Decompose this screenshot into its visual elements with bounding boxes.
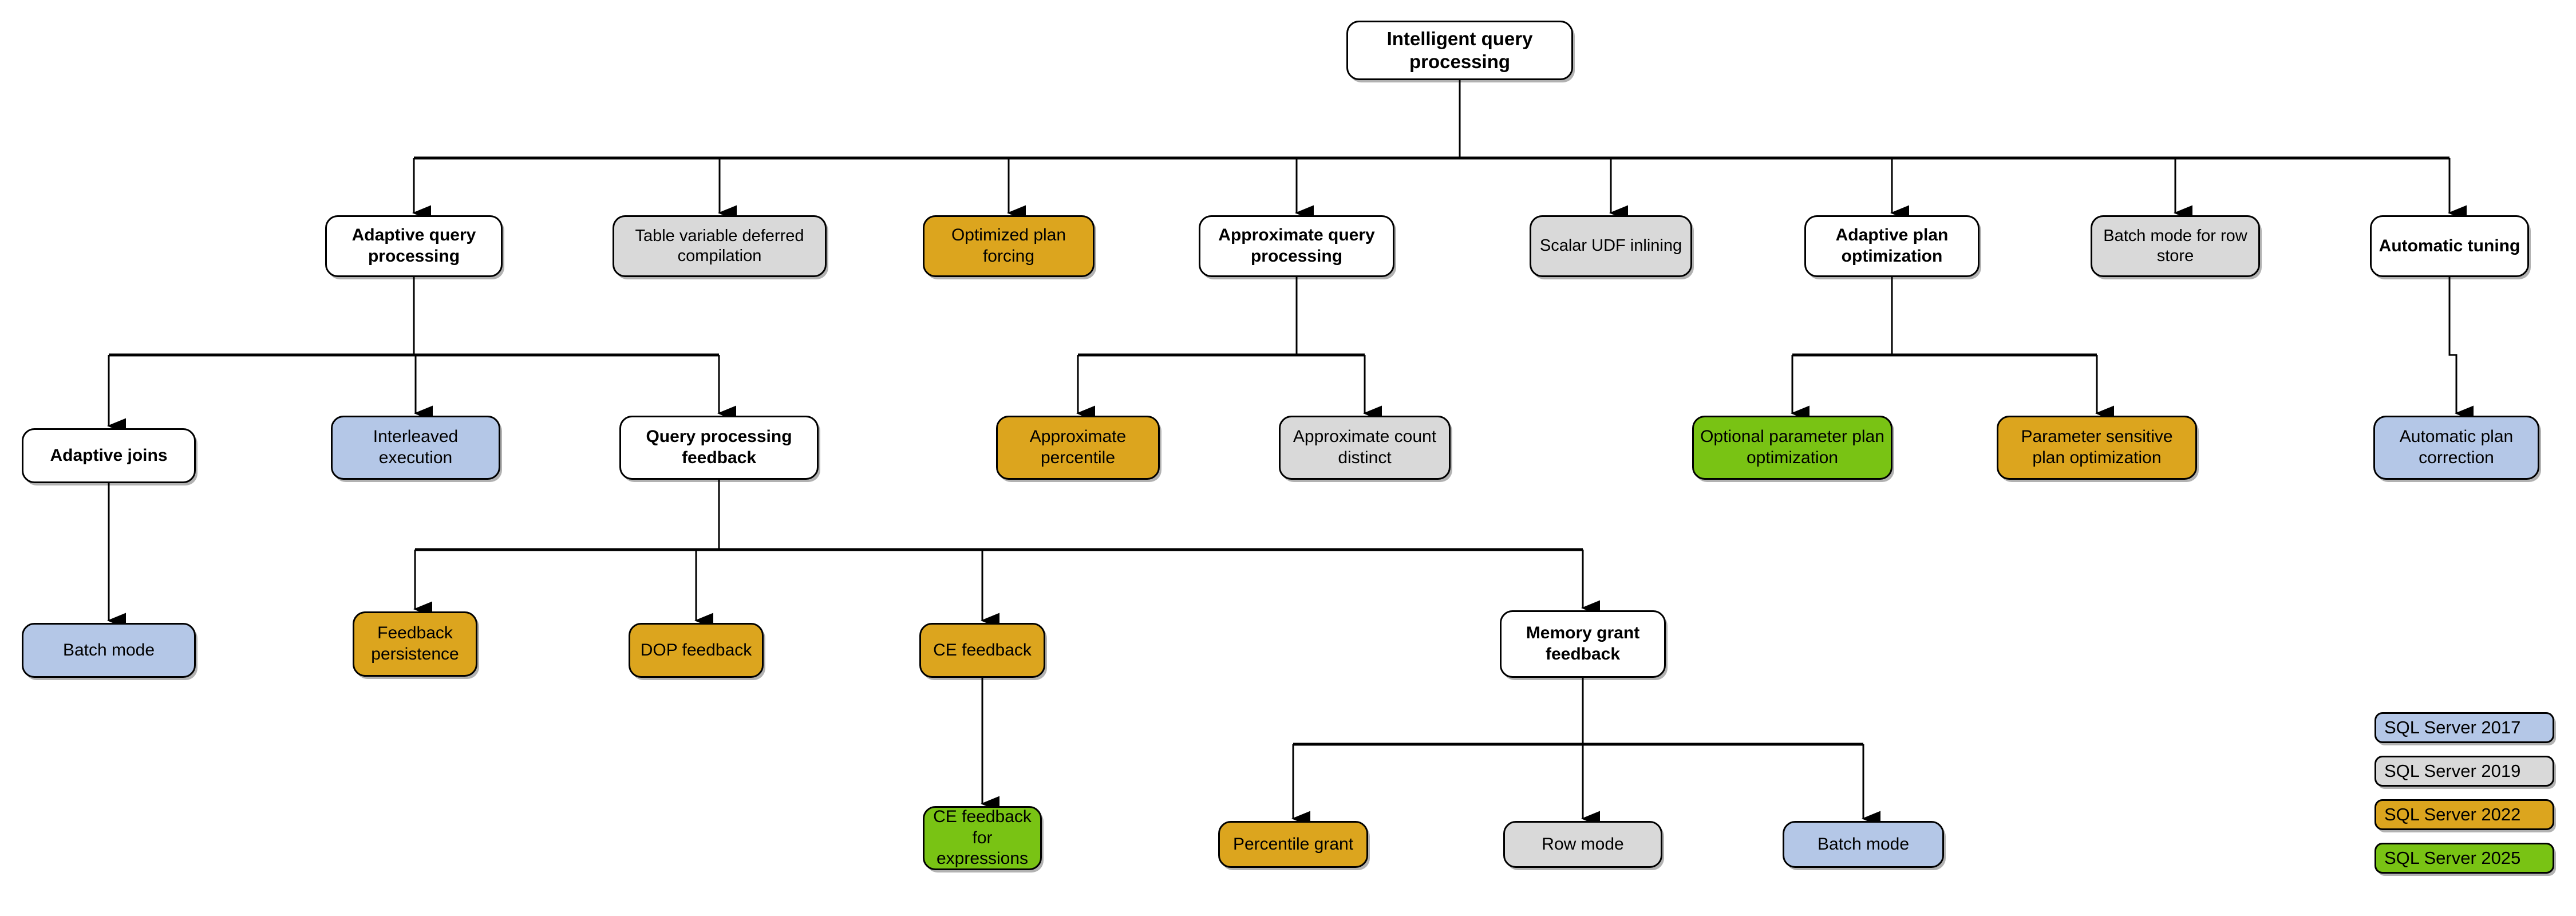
legend-item-sql-server-2017[interactable]: SQL Server 2017 <box>2374 712 2554 743</box>
node-cef[interactable]: CE feedback <box>919 623 1045 678</box>
node-label: Table variable deferred compilation <box>635 226 804 265</box>
node-root[interactable]: Intelligent query processing <box>1346 21 1573 80</box>
node-apct[interactable]: Approximate percentile <box>996 416 1160 480</box>
edge-at-to-apc <box>2448 277 2474 421</box>
node-label: Parameter sensitive plan optimization <box>2021 427 2173 467</box>
node-label: DOP feedback <box>640 640 752 660</box>
node-label: CE feedback for expressions <box>933 807 1032 868</box>
legend-item-label: SQL Server 2017 <box>2384 717 2521 737</box>
node-apo[interactable]: Adaptive plan optimization <box>1804 215 1980 277</box>
node-oppo[interactable]: Optional parameter plan optimization <box>1692 416 1893 480</box>
node-bmrs[interactable]: Batch mode for row store <box>2091 215 2260 277</box>
node-fp[interactable]: Feedback persistence <box>353 611 477 677</box>
node-qpf[interactable]: Query processing feedback <box>619 416 819 480</box>
legend-item-sql-server-2022[interactable]: SQL Server 2022 <box>2374 799 2554 830</box>
node-label: Interleaved execution <box>373 427 459 467</box>
node-opf[interactable]: Optimized plan forcing <box>923 215 1095 277</box>
node-cefe[interactable]: CE feedback for expressions <box>923 806 1042 870</box>
node-label: Approximate query processing <box>1218 226 1375 266</box>
node-label: Batch mode <box>1817 834 1910 854</box>
node-bm2[interactable]: Batch mode <box>1783 821 1944 868</box>
node-rm[interactable]: Row mode <box>1503 821 1662 868</box>
node-sudf[interactable]: Scalar UDF inlining <box>1530 215 1692 277</box>
node-at[interactable]: Automatic tuning <box>2370 215 2529 277</box>
node-label: Automatic plan correction <box>2399 427 2514 467</box>
node-label: Query processing feedback <box>646 427 792 467</box>
node-aj[interactable]: Adaptive joins <box>22 428 196 483</box>
node-label: Approximate count distinct <box>1293 427 1437 467</box>
legend-item-label: SQL Server 2022 <box>2384 804 2521 824</box>
legend-item-sql-server-2019[interactable]: SQL Server 2019 <box>2374 756 2554 787</box>
node-label: Feedback persistence <box>371 623 459 664</box>
node-label: Intelligent query processing <box>1386 27 1533 72</box>
node-label: Scalar UDF inlining <box>1539 236 1682 255</box>
node-label: Batch mode <box>62 640 155 660</box>
node-mgf[interactable]: Memory grant feedback <box>1500 610 1666 678</box>
node-label: Optional parameter plan optimization <box>1700 427 1884 467</box>
node-apc[interactable]: Automatic plan correction <box>2373 416 2539 480</box>
node-aqp[interactable]: Adaptive query processing <box>325 215 503 277</box>
node-acd[interactable]: Approximate count distinct <box>1279 416 1451 480</box>
node-aqproc[interactable]: Approximate query processing <box>1199 215 1394 277</box>
node-label: Adaptive plan optimization <box>1835 226 1949 266</box>
node-label: CE feedback <box>933 640 1032 660</box>
node-label: Row mode <box>1542 834 1624 854</box>
node-label: Automatic tuning <box>2379 236 2520 255</box>
node-label: Batch mode for row store <box>2103 226 2247 265</box>
node-label: Adaptive joins <box>50 445 168 465</box>
node-label: Optimized plan forcing <box>951 226 1066 266</box>
legend-item-label: SQL Server 2019 <box>2384 761 2521 781</box>
node-dopf[interactable]: DOP feedback <box>629 623 764 678</box>
node-pspo[interactable]: Parameter sensitive plan optimization <box>1997 416 2197 480</box>
node-label: Memory grant feedback <box>1526 623 1640 664</box>
node-label: Approximate percentile <box>1029 427 1127 467</box>
node-tvdc[interactable]: Table variable deferred compilation <box>613 215 827 277</box>
node-bm1[interactable]: Batch mode <box>22 623 196 678</box>
legend-item-sql-server-2025[interactable]: SQL Server 2025 <box>2374 843 2554 874</box>
node-label: Percentile grant <box>1232 834 1354 854</box>
node-ie[interactable]: Interleaved execution <box>331 416 500 480</box>
legend-item-label: SQL Server 2025 <box>2384 848 2521 868</box>
node-label: Adaptive query processing <box>351 226 476 266</box>
node-pg[interactable]: Percentile grant <box>1218 821 1368 868</box>
